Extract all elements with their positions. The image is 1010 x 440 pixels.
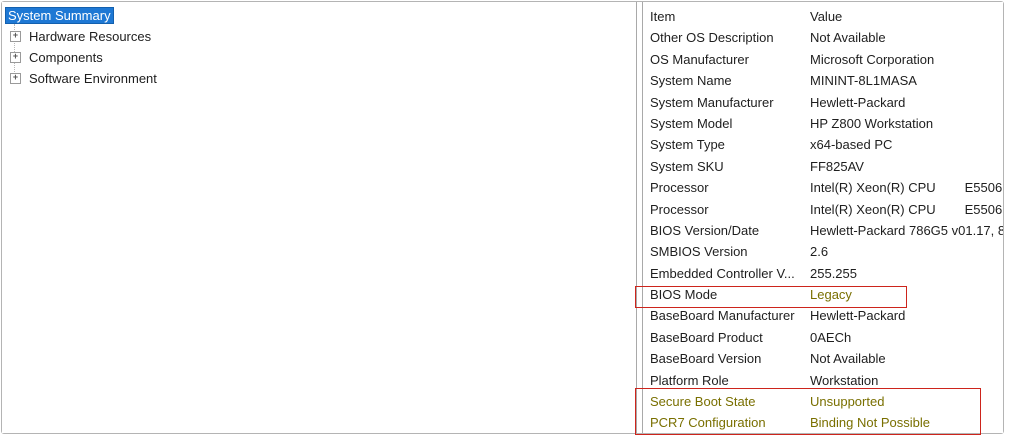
value-cell: Unsupported [810,394,885,410]
value-cell: Workstation [810,372,879,388]
expand-plus-icon[interactable]: + [10,52,21,63]
item-cell: Embedded Controller V... [650,265,795,281]
item-cell: SMBIOS Version [650,244,748,260]
value-cell: 0AECh [810,329,852,345]
tree-item-software-environment[interactable]: + Software Environment [2,68,636,89]
list-row[interactable]: System Name MININT-8L1MASA [643,70,1003,91]
tree-item-label: Components [29,50,103,65]
value-cell: HP Z800 Workstation [810,115,934,131]
value-cell: Not Available [810,30,886,46]
item-cell: System SKU [650,158,724,174]
list-row[interactable]: System Type x64-based PC [643,134,1003,155]
value-cell: x64-based PC [810,137,893,153]
tree-item-system-summary[interactable]: System Summary [2,5,636,26]
list-header-row: Item Value [643,6,1003,27]
list-row[interactable]: BIOS Version/Date Hewlett-Packard 786G5 v… [643,220,1003,241]
value-cell: Intel(R) Xeon(R) CPU E5506 [810,201,1003,217]
list-row[interactable]: System SKU FF825AV [643,156,1003,177]
item-cell: Processor [650,201,709,217]
list-row[interactable]: BIOS Mode Legacy [643,284,1003,305]
list-row[interactable]: Embedded Controller V... 255.255 [643,263,1003,284]
tree-item-hardware-resources[interactable]: + Hardware Resources [2,26,636,47]
item-cell: BIOS Mode [650,287,718,303]
list-row[interactable]: Other OS Description Not Available [643,27,1003,48]
item-cell: Processor [650,180,709,196]
tree-item-label: Software Environment [29,71,157,86]
column-header-item[interactable]: Item [650,9,676,24]
item-cell: PCR7 Configuration [650,415,766,431]
tree-item-components[interactable]: + Components [2,47,636,68]
value-cell: MININT-8L1MASA [810,73,917,89]
list-row[interactable]: OS Manufacturer Microsoft Corporation [643,49,1003,70]
value-cell: 2.6 [810,244,829,260]
list-row[interactable]: BaseBoard Version Not Available [643,348,1003,369]
system-information-window: System Summary + Hardware Resources + Compon… [1,1,1004,435]
list-row[interactable]: System Manufacturer Hewlett-Packard [643,92,1003,113]
value-cell: Legacy [810,287,852,303]
list-row[interactable]: Processor Intel(R) Xeon(R) CPU E5506 [643,177,1003,198]
column-header-value[interactable]: Value [810,9,843,24]
value-cell: Hewlett-Packard [810,308,906,324]
item-cell: BaseBoard Version [650,351,762,367]
value-cell: Hewlett-Packard [810,94,906,110]
item-cell: System Type [650,137,725,153]
item-cell: Other OS Description [650,30,774,46]
item-cell: System Manufacturer [650,94,774,110]
item-cell: BaseBoard Product [650,329,763,345]
value-cell: 255.255 [810,265,857,281]
list-row[interactable]: Secure Boot State Unsupported [643,391,1003,412]
value-cell: Binding Not Possible [810,415,930,431]
list-row[interactable]: Processor Intel(R) Xeon(R) CPU E5506 [643,199,1003,220]
tree-item-label: System Summary [5,7,114,24]
item-cell: System Name [650,73,732,89]
expand-plus-icon[interactable]: + [10,31,21,42]
expand-plus-icon[interactable]: + [10,73,21,84]
item-cell: Platform Role [650,372,729,388]
category-tree: System Summary + Hardware Resources + Compon… [2,2,636,89]
list-row[interactable]: SMBIOS Version 2.6 [643,241,1003,262]
value-cell: Microsoft Corporation [810,51,935,67]
list-row[interactable]: Platform Role Workstation [643,370,1003,391]
value-cell: Not Available [810,351,886,367]
value-cell: FF825AV [810,158,864,174]
value-cell: Intel(R) Xeon(R) CPU E5506 [810,180,1003,196]
value-cell: Hewlett-Packard 786G5 v01.17, 8/ [810,222,1003,238]
item-cell: OS Manufacturer [650,51,749,67]
item-cell: BIOS Version/Date [650,222,760,238]
list-row[interactable]: System Model HP Z800 Workstation [643,113,1003,134]
item-cell: BaseBoard Manufacturer [650,308,795,324]
list-row[interactable]: BaseBoard Manufacturer Hewlett-Packard [643,305,1003,326]
tree-item-label: Hardware Resources [29,29,152,44]
category-tree-pane: System Summary + Hardware Resources + Compon… [2,2,637,433]
list-row[interactable]: BaseBoard Product 0AECh [643,327,1003,348]
item-cell: Secure Boot State [650,394,756,410]
list-row[interactable]: PCR7 Configuration Binding Not Possible [643,412,1003,433]
item-cell: System Model [650,115,733,131]
